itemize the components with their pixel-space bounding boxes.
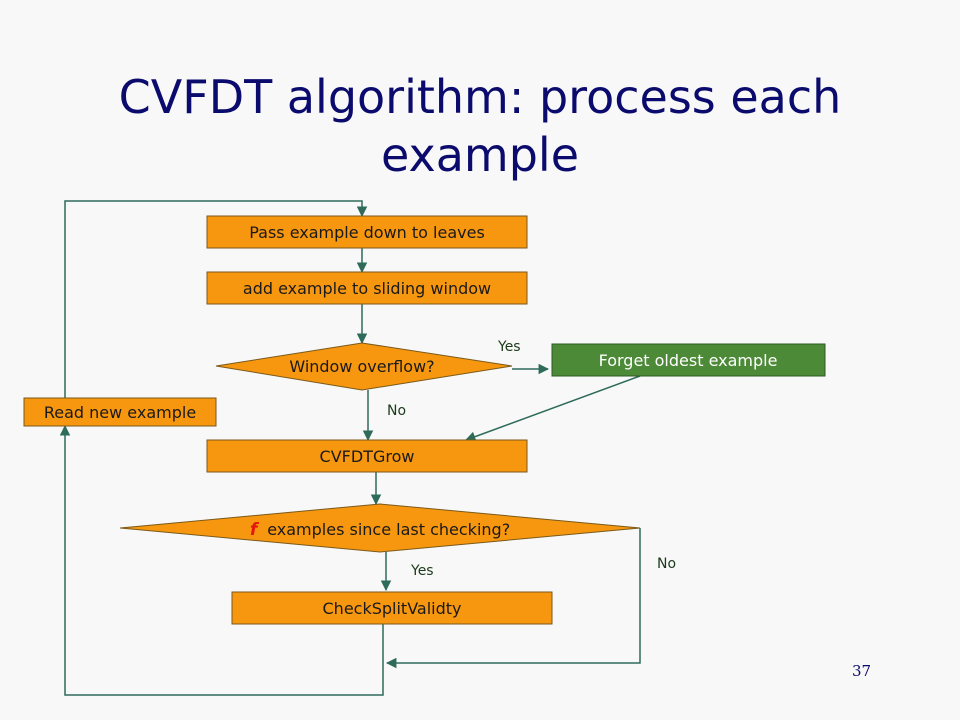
- node-add: add example to sliding window: [206, 271, 528, 305]
- node-add-label: add example to sliding window: [243, 279, 491, 298]
- node-check-question: examples since last checking?: [267, 520, 510, 539]
- connectors: [59, 200, 641, 696]
- slide-title: CVFDT algorithm: process each example: [0, 68, 960, 184]
- node-read-label: Read new example: [44, 403, 196, 422]
- edge-check-no: [385, 528, 641, 669]
- f-symbol: f: [250, 520, 260, 540]
- edge-loop-to-pass: [64, 200, 368, 407]
- node-check: f examples since last checking?: [119, 503, 641, 553]
- page-number: 37: [852, 662, 872, 680]
- label-overflow-yes: Yes: [497, 339, 521, 355]
- node-read: Read new example: [23, 397, 217, 427]
- node-overflow: Window overflow?: [215, 342, 513, 391]
- node-check-label: f examples since last checking?: [250, 520, 510, 540]
- node-forget-label: Forget oldest example: [599, 351, 778, 370]
- node-forget: Forget oldest example: [551, 343, 826, 377]
- node-grow: CVFDTGrow: [206, 439, 528, 473]
- label-check-no: No: [657, 556, 676, 572]
- label-overflow-no: No: [387, 403, 406, 419]
- label-check-yes: Yes: [410, 563, 434, 579]
- node-pass-label: Pass example down to leaves: [249, 223, 485, 242]
- edge-forget-to-grow: [465, 375, 641, 442]
- slide-title-line2: example: [381, 128, 579, 182]
- node-checksplit-label: CheckSplitValidty: [323, 599, 462, 618]
- node-overflow-label: Window overflow?: [289, 357, 434, 376]
- node-pass: Pass example down to leaves: [206, 215, 528, 249]
- node-checksplit: CheckSplitValidty: [231, 591, 553, 625]
- node-grow-label: CVFDTGrow: [320, 447, 415, 466]
- edge-merge-to-read: [59, 424, 384, 696]
- slide-title-line1: CVFDT algorithm: process each: [118, 70, 842, 124]
